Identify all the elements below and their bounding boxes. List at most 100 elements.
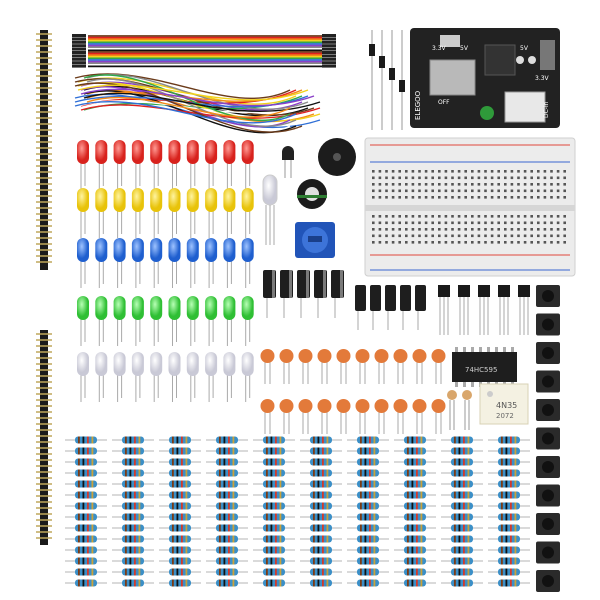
breadboard-hole <box>484 234 487 238</box>
resistor-band <box>463 557 465 565</box>
resistor-band <box>275 535 277 543</box>
resistor-band <box>78 579 80 587</box>
resistor-band <box>317 579 320 587</box>
button-cap <box>542 546 554 559</box>
jumper-wire <box>80 88 315 107</box>
breadboard-hole <box>504 170 507 173</box>
breadboard-hole <box>385 234 388 238</box>
led-yellow <box>186 188 199 212</box>
diode-group <box>369 30 405 130</box>
breadboard-hole <box>431 176 434 180</box>
jumper-wire-ribbon <box>72 34 336 68</box>
led-white <box>186 352 199 376</box>
resistor-band <box>458 524 461 532</box>
led-red <box>131 140 144 164</box>
resistor-band <box>82 579 85 587</box>
breadboard-hole <box>523 189 527 193</box>
led-yellow <box>77 188 89 212</box>
breadboard-hole <box>484 196 487 199</box>
resistor-band <box>501 469 503 477</box>
breadboard-hole <box>398 241 401 244</box>
wire-connector <box>72 51 86 54</box>
breadboard-hole <box>504 241 507 244</box>
breadboard-hole <box>457 241 461 244</box>
jumper-wire <box>86 96 291 118</box>
breadboard-hole <box>444 234 448 238</box>
breadboard-hole <box>405 234 408 238</box>
resistor-band <box>176 568 179 576</box>
breadboard-hole <box>385 241 388 244</box>
breadboard-hole <box>550 221 553 225</box>
resistor-band <box>125 447 127 455</box>
resistor-band <box>313 491 315 499</box>
resistor-band <box>505 546 508 554</box>
breadboard-hole <box>378 183 382 186</box>
resistor-band <box>373 491 376 499</box>
resistor-band <box>172 502 174 510</box>
breadboard-hole <box>451 189 454 193</box>
resistor-band <box>279 458 282 466</box>
resistor-band <box>185 546 188 554</box>
resistor-band <box>125 568 127 576</box>
resistor-band <box>369 458 371 466</box>
power-module-label-3: OFF <box>438 99 450 106</box>
breadboard-hole <box>490 176 494 180</box>
breadboard-hole <box>497 221 500 225</box>
resistor-band <box>360 579 362 587</box>
breadboard-hole <box>530 170 533 173</box>
resistor-band <box>510 568 512 576</box>
ceramic-capacitor <box>260 349 275 363</box>
resistor-band <box>172 491 174 499</box>
breadboard-hole <box>517 176 520 180</box>
resistor-band <box>326 491 329 499</box>
resistor-band <box>87 546 89 554</box>
resistor-band <box>266 458 268 466</box>
breadboard-hole <box>530 228 533 231</box>
resistor-band <box>514 480 517 488</box>
resistor-band <box>176 579 179 587</box>
breadboard-hole <box>497 170 500 173</box>
resistor-band <box>82 480 85 488</box>
breadboard-hole <box>563 196 566 199</box>
resistor-band <box>223 469 226 477</box>
resistor-band <box>416 436 418 444</box>
resistor-band <box>82 502 85 510</box>
resistor-band <box>463 513 465 521</box>
breadboard-hole <box>484 241 487 244</box>
resistor-band <box>82 557 85 565</box>
resistor-band <box>279 546 282 554</box>
resistor-band <box>322 568 324 576</box>
resistor-band <box>501 546 503 554</box>
resistor-band <box>270 535 273 543</box>
resistor-band <box>270 579 273 587</box>
resistor-band <box>501 491 503 499</box>
resistor-band <box>172 546 174 554</box>
resistor-band <box>87 447 89 455</box>
resistor-band <box>407 469 409 477</box>
resistor-band <box>82 513 85 521</box>
breadboard-hole <box>464 196 467 199</box>
jumper-wire <box>77 84 309 101</box>
resistor-band <box>322 557 324 565</box>
resistor-band <box>91 469 94 477</box>
diode <box>369 44 375 56</box>
resistor-band <box>134 469 136 477</box>
breadboard-hole <box>398 215 401 218</box>
resistor-band <box>501 557 503 565</box>
resistor-band <box>416 524 418 532</box>
breadboard-hole <box>556 189 560 193</box>
wire-connector <box>72 34 86 37</box>
resistor-band <box>407 447 409 455</box>
breadboard-hole <box>556 221 560 225</box>
resistor-band <box>266 502 268 510</box>
resistor-band <box>369 557 371 565</box>
breadboard-hole <box>457 189 461 193</box>
breadboard-hole <box>372 176 375 180</box>
resistor-band <box>172 513 174 521</box>
resistor-band <box>313 436 315 444</box>
resistor-band <box>270 557 273 565</box>
breadboard-hole <box>471 228 474 231</box>
resistor-band <box>416 469 418 477</box>
breadboard-hole <box>451 196 454 199</box>
resistor-band <box>91 436 94 444</box>
